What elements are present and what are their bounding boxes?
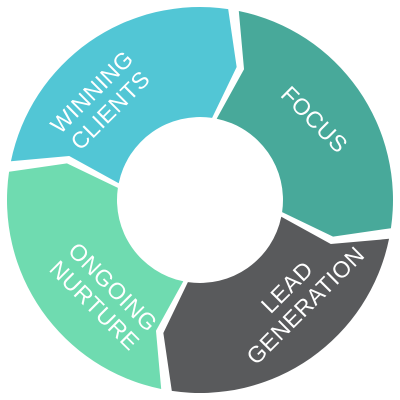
center-hole [118,118,282,282]
segment-focus [216,10,394,237]
segment-lead-generation [163,216,390,394]
segment-ongoing-nurture [6,163,184,390]
segment-winning-clients [10,6,237,184]
